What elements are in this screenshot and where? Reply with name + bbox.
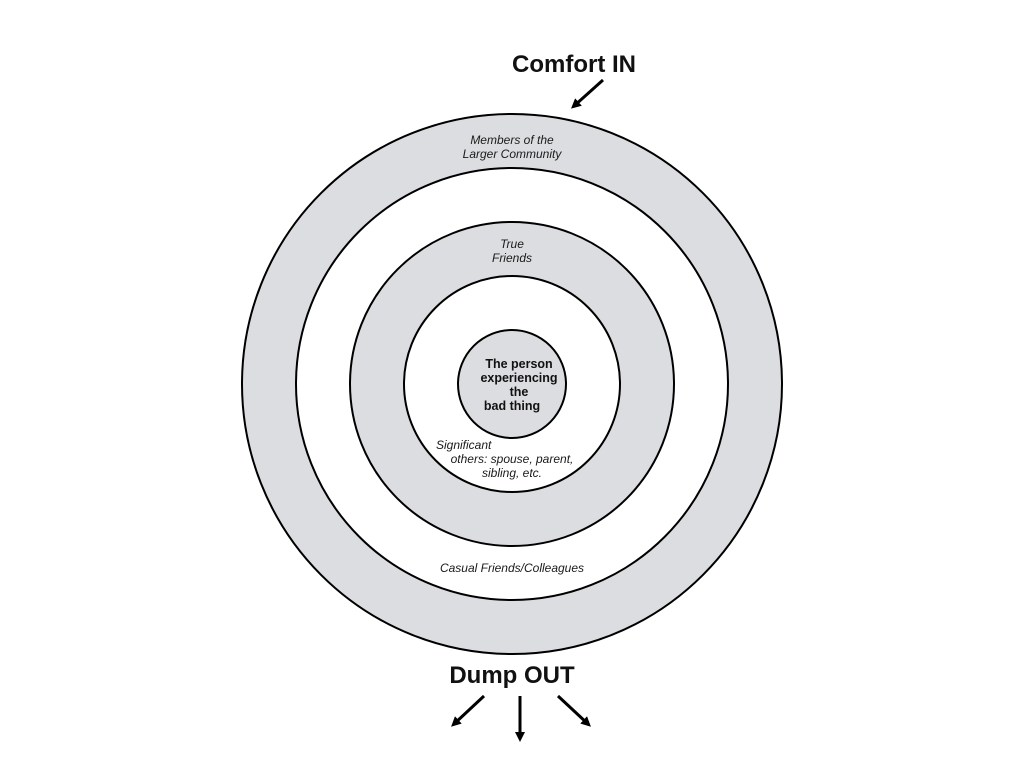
true-friends-label-line1: True (500, 237, 524, 251)
true-friends-label-line2: Friends (492, 251, 532, 265)
significant-others-label-line2: others: spouse, parent, (451, 452, 574, 466)
center-label-line2: experiencing (480, 371, 557, 385)
comfort-in-label: Comfort IN (512, 51, 636, 78)
center-label-line1: The person (485, 357, 552, 371)
dump-out-arrow-right-icon (556, 694, 591, 727)
larger-community-label-line1: Members of the (470, 133, 554, 147)
center-label-line4: bad thing (484, 399, 540, 413)
casual-friends-label: Casual Friends/Colleagues (440, 561, 584, 575)
center-circle (457, 329, 567, 439)
significant-others-label-line1: Significant (436, 438, 492, 452)
center-label-line3: the (510, 385, 529, 399)
larger-community-label-line2: Larger Community (463, 147, 563, 161)
dump-out-label: Dump OUT (449, 662, 575, 689)
dump-out-arrow-left-icon (451, 694, 486, 727)
comfort-in-arrow-icon (571, 78, 605, 109)
significant-others-label-line3: sibling, etc. (482, 466, 542, 480)
